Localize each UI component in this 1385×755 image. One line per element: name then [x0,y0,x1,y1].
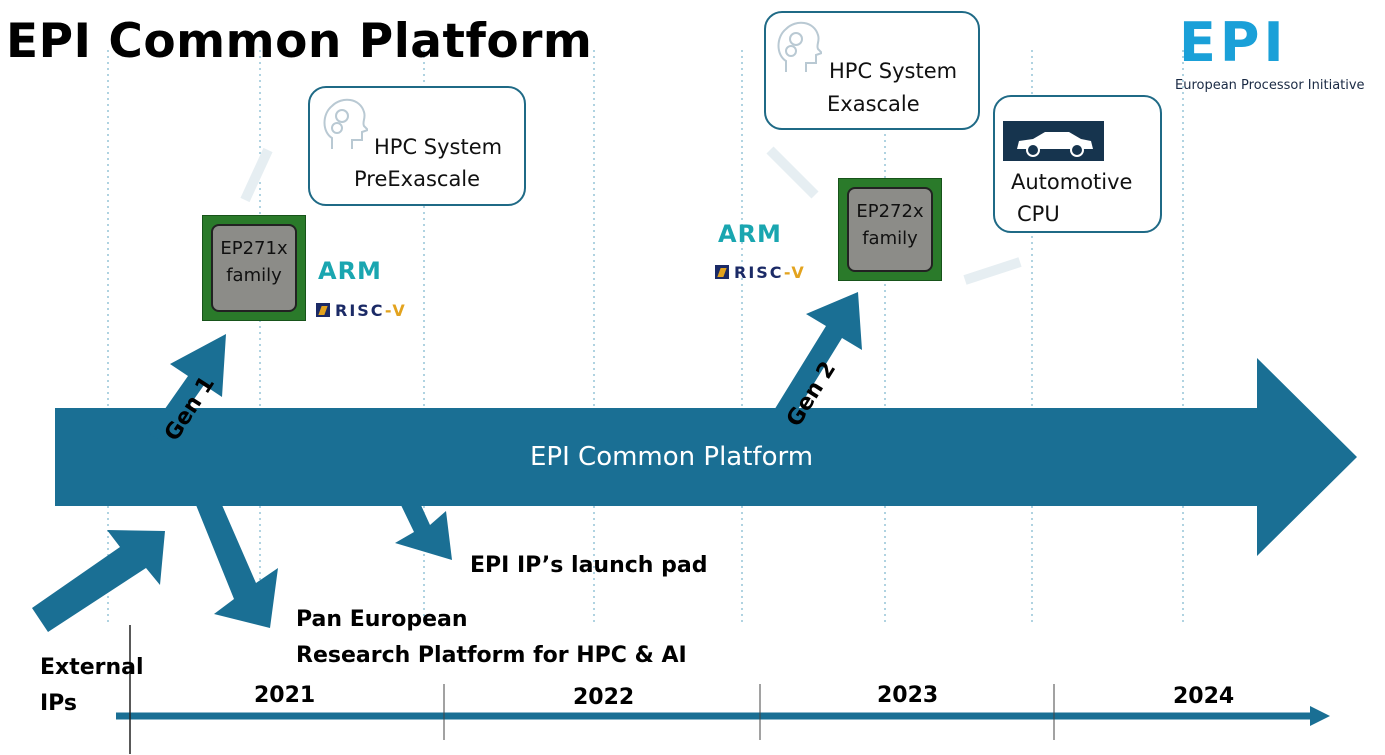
car-icon [1003,121,1104,161]
automotive-box: Automotive CPU [993,95,1162,233]
launch-pad-arrow [395,503,452,560]
epi-logo-text: EPI [1179,11,1288,74]
epi-logo-subtitle: European Processor Initiative [1175,78,1365,93]
riscv-text-gen1: RISC [335,301,385,320]
pan-european-line2: Research Platform for HPC & AI [296,643,687,668]
riscv-logo-gen1: RISC-V [316,301,407,320]
riscv-suffix-gen1: -V [384,301,407,320]
hpc-preexascale-line2: PreExascale [354,167,481,191]
year-2022: 2022 [573,685,635,710]
year-2024: 2024 [1173,684,1235,709]
riscv-text-gen2: RISC [734,263,784,282]
riscv-icon [715,265,729,279]
hpc-exascale-box: HPC System Exascale [764,11,980,130]
automotive-line2: CPU [1017,202,1060,226]
gen1-arrow [148,334,226,442]
hpc-preexascale-line1: HPC System [374,135,503,159]
ghost-arrows [240,146,1022,285]
launch-pad-label: EPI IP’s launch pad [470,553,708,578]
automotive-line1: Automotive [1011,170,1133,194]
ep271x-line1: EP271x [220,238,288,259]
arm-logo-gen1: ARM [318,257,382,285]
platform-arrow-label: EPI Common Platform [530,442,814,472]
hpc-preexascale-box: HPC System PreExascale [308,86,526,206]
timeline-axis [116,625,1330,754]
brain-gears-icon [323,98,368,149]
gen2-arrow [768,292,862,432]
platform-arrow [55,358,1357,556]
riscv-logo-gen2: RISC-V [715,263,806,282]
epi-logo: EPI European Processor Initiative [1175,12,1365,94]
year-2023: 2023 [877,683,939,708]
epi-logo-mark: EPI [1179,16,1288,70]
arm-logo-gen2: ARM [718,220,782,248]
ep272x-line2: family [862,228,918,249]
pan-european-line1: Pan European [296,607,468,632]
riscv-suffix-gen2: -V [783,263,806,282]
ep272x-die: EP272x family [847,187,933,272]
ep272x-chip: EP272x family [838,178,942,281]
hpc-exascale-line1: HPC System [829,59,958,83]
page-title: EPI Common Platform [6,14,593,69]
ep272x-line1: EP272x [856,201,924,222]
year-2021: 2021 [254,683,316,708]
hpc-exascale-line2: Exascale [827,92,920,116]
ep271x-die: EP271x family [211,224,297,312]
research-platform-arrow [196,505,278,628]
external-ips-line2: IPs [40,691,78,716]
ep271x-chip: EP271x family [202,215,306,321]
external-ips-line1: External [40,655,144,680]
external-ips-arrow [32,530,165,632]
riscv-icon [316,303,330,317]
ep271x-line2: family [226,265,282,286]
brain-gears-icon [777,21,822,72]
